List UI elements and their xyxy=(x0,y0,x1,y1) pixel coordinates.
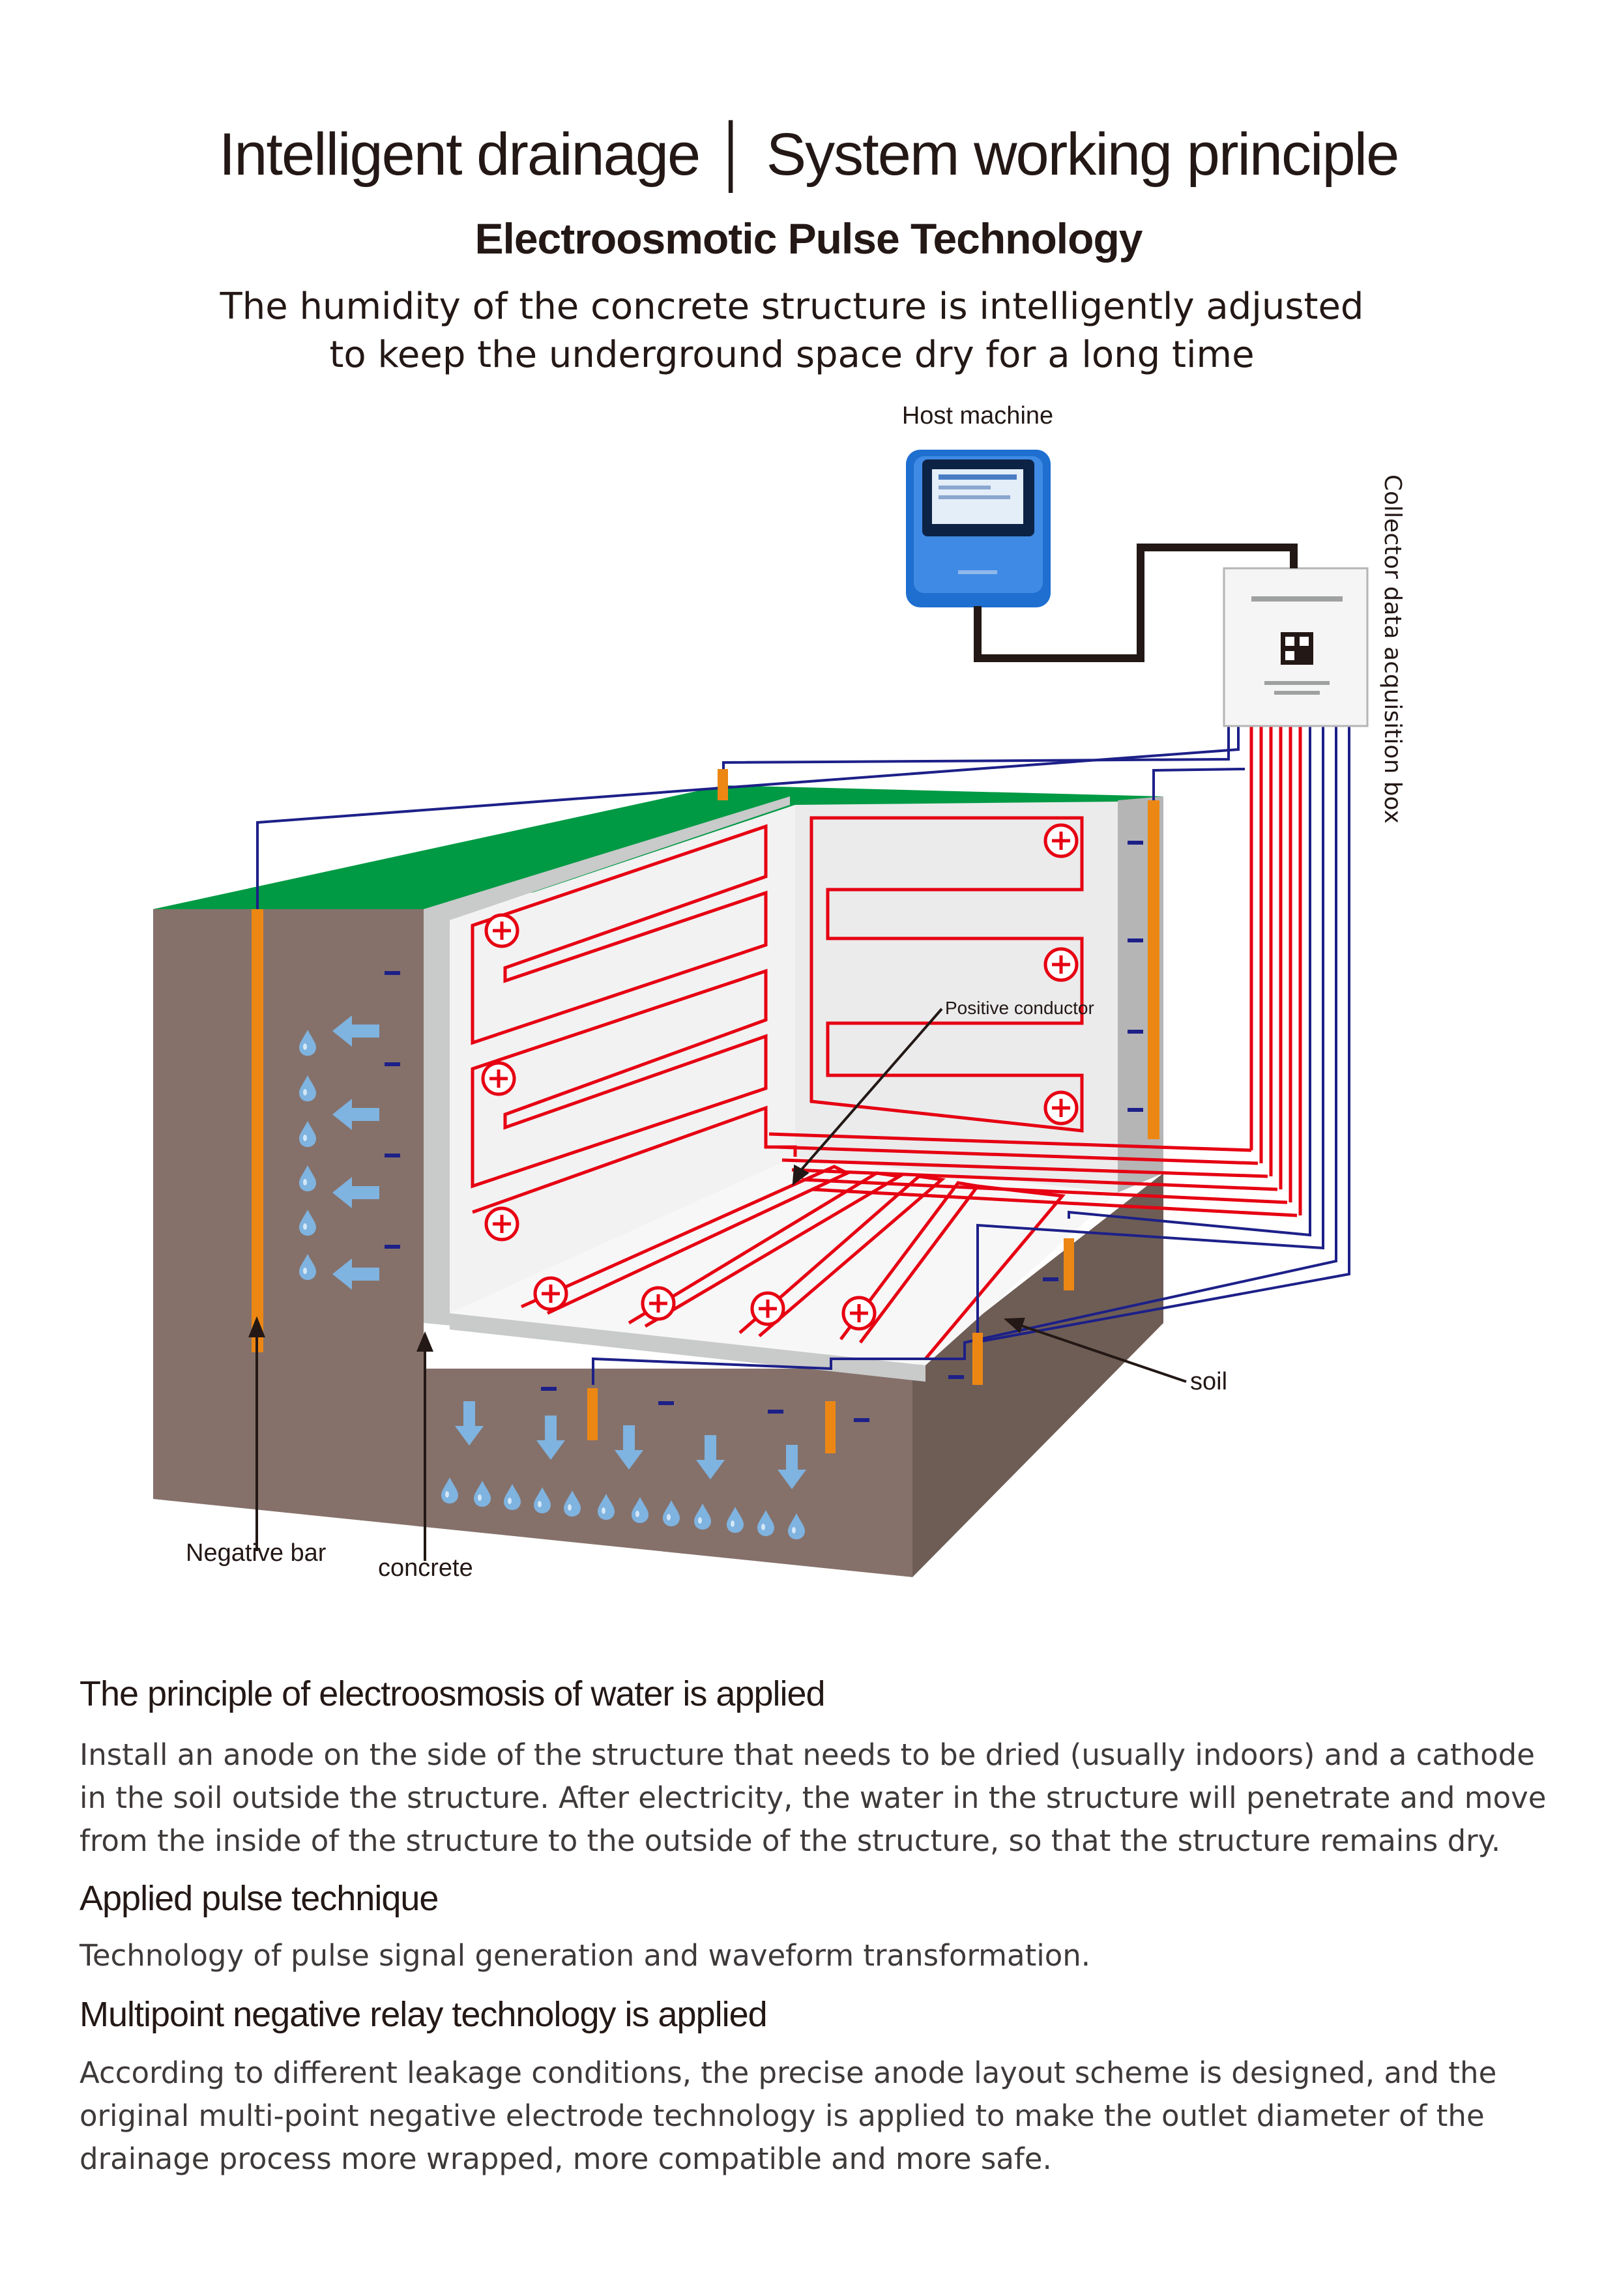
soil-front-face xyxy=(153,909,912,1577)
page-subtitle: Electroosmotic Pulse Technology xyxy=(474,214,1143,263)
concrete-label: concrete xyxy=(378,1554,473,1582)
concrete-floor-slab xyxy=(450,1313,925,1382)
section-body-multipoint: According to different leakage condition… xyxy=(80,2056,1497,2176)
negative-bar-label: Negative bar xyxy=(186,1539,327,1567)
section-heading-electroosmosis: The principle of electroosmosis of water… xyxy=(80,1674,826,1713)
section-body-electroosmosis: Install an anode on the side of the stru… xyxy=(80,1737,1547,1858)
pointer-lines xyxy=(248,1008,1187,1561)
system-diagram: Host machine Collector data acquisition … xyxy=(153,402,1406,1582)
tagline-line-1: The humidity of the concrete structure i… xyxy=(220,285,1364,328)
host-machine-device xyxy=(906,450,1051,607)
section-heading-pulse: Applied pulse technique xyxy=(80,1879,439,1918)
positive-conductor-left-wall xyxy=(471,824,797,1214)
section-heading-multipoint: Multipoint negative relay technology is … xyxy=(80,1995,768,2034)
positive-conductor-back-wall xyxy=(809,816,1084,1133)
negative-wire-bundle xyxy=(256,720,1350,1385)
positive-conductor-label: Positive conductor xyxy=(945,998,1094,1018)
negative-rods xyxy=(252,769,1159,1453)
collector-label: Collector data acquisition box xyxy=(1379,474,1406,824)
positive-conductor-bus xyxy=(768,720,1302,1217)
collector-box xyxy=(1223,567,1369,727)
soil-right-face xyxy=(912,1173,1163,1577)
inner-back-wall xyxy=(795,802,1118,1193)
inner-floor xyxy=(450,1157,1118,1365)
host-to-collector-cable xyxy=(974,544,1298,662)
tagline-line-2: to keep the underground space dry for a … xyxy=(329,334,1255,376)
inner-left-wall xyxy=(450,805,795,1313)
soil-label: soil xyxy=(1190,1368,1227,1395)
host-machine-label: Host machine xyxy=(902,402,1053,429)
minus-markers xyxy=(385,841,1143,1422)
page-title: Intelligent drainage │ System working pr… xyxy=(218,121,1400,188)
section-body-pulse: Technology of pulse signal generation an… xyxy=(80,1938,1091,1973)
